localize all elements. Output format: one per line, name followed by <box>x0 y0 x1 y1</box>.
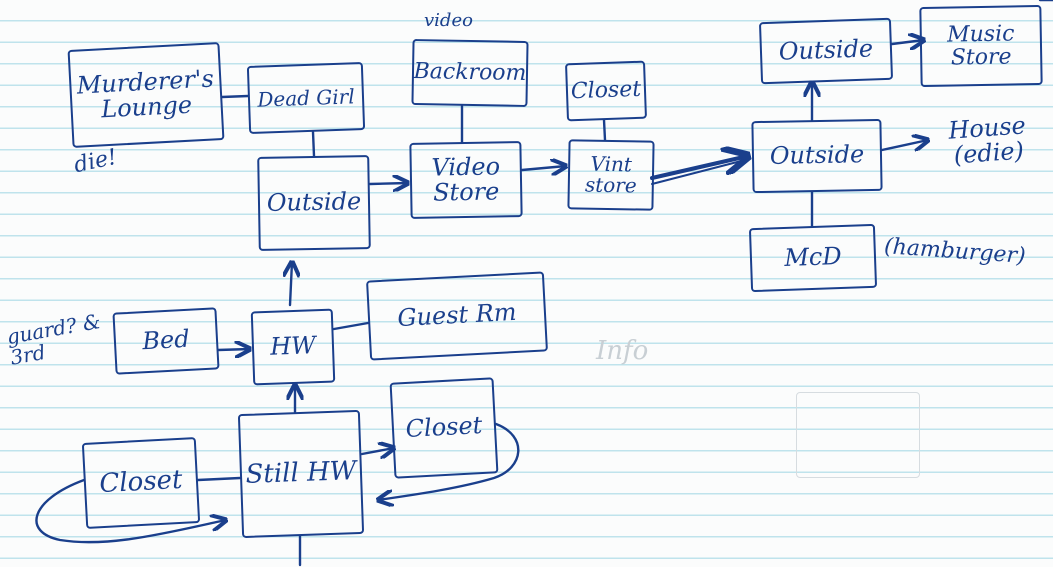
arrow-outside-house <box>880 140 928 150</box>
node-music-store[interactable]: Music Store <box>919 4 1043 88</box>
arrow-vintstore-outside <box>650 156 748 180</box>
node-outside-top-label: Outside <box>778 34 874 67</box>
node-dead-girl-label: Dead Girl <box>256 83 356 112</box>
node-outside-mid[interactable]: Outside <box>751 118 883 194</box>
link-lounge-deadgirl <box>220 94 250 99</box>
node-murderers-lounge-label: Murderer's Lounge <box>76 64 215 124</box>
node-vint-store[interactable]: Vint store <box>567 139 655 211</box>
node-guest-rm[interactable]: Guest Rm <box>366 271 548 361</box>
node-outside-top[interactable]: Outside <box>758 17 894 85</box>
node-closet-right-label: Closet <box>404 411 483 444</box>
node-video-store-label: Video Store <box>431 152 501 207</box>
node-still-hw-label: Still HW <box>245 456 357 491</box>
arrow-outside-musicstore <box>890 40 924 44</box>
loop-closetright-stillhw <box>378 422 520 500</box>
label-video: video <box>424 10 473 31</box>
node-closet-right[interactable]: Closet <box>389 377 499 479</box>
node-vint-store-label: Vint store <box>584 151 637 198</box>
node-hw[interactable]: HW <box>250 308 336 386</box>
ghost-info-text: Info <box>596 336 649 366</box>
node-mcd-label: McD <box>783 242 843 273</box>
node-video-store[interactable]: Video Store <box>409 141 523 219</box>
node-outside-mid-label: Outside <box>769 140 865 171</box>
node-guest-rm-label: Guest Rm <box>396 298 518 333</box>
node-still-hw[interactable]: Still HW <box>237 409 365 539</box>
loop-closetleft-stillhw <box>35 478 226 544</box>
arrow-hw-outside <box>290 262 292 307</box>
node-bed[interactable]: Bed <box>112 307 220 375</box>
node-backroom[interactable]: Backroom <box>411 38 529 108</box>
node-dead-girl[interactable]: Dead Girl <box>246 61 366 135</box>
arrow-bed-hw <box>216 349 250 350</box>
node-bed-label: Bed <box>141 325 191 356</box>
ghost-sketch-box <box>796 392 920 478</box>
node-murderers-lounge[interactable]: Murderer's Lounge <box>67 42 225 148</box>
node-backroom-label: Backroom <box>413 59 527 87</box>
link-deadgirl-outside <box>311 130 316 158</box>
arrow-stillhw-closetright <box>360 448 394 454</box>
node-outside-left-label: Outside <box>266 187 362 218</box>
node-closet-top[interactable]: Closet <box>565 60 647 122</box>
node-music-store-label: Music Store <box>946 21 1015 71</box>
node-mcd[interactable]: McD <box>748 223 878 293</box>
node-hw-label: HW <box>269 331 317 362</box>
node-closet-top-label: Closet <box>570 77 642 105</box>
node-outside-left[interactable]: Outside <box>257 155 371 251</box>
arrow-outside-videostore <box>368 183 408 184</box>
arrow-videostore-vintstore <box>520 166 566 170</box>
link-closetleft-stillhw <box>196 476 242 482</box>
node-closet-left[interactable]: Closet <box>81 437 201 529</box>
link-hw-guestrm <box>332 321 370 331</box>
label-house-edie: House (edie) <box>947 111 1027 170</box>
link-closet-vintstore <box>602 118 607 142</box>
node-closet-left-label: Closet <box>98 465 184 500</box>
